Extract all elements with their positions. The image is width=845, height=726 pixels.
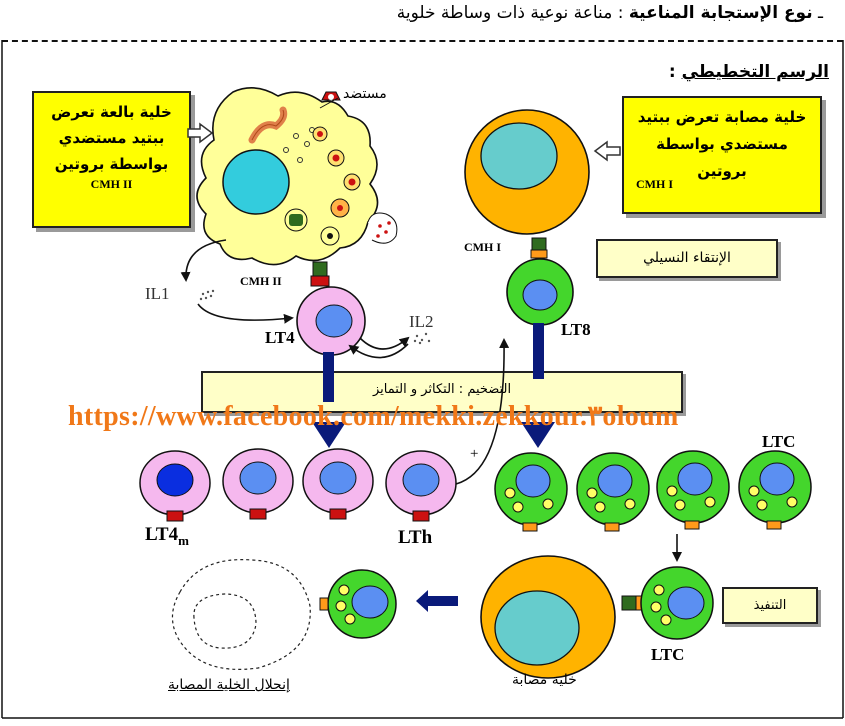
lt8-down-arrow-icon	[521, 422, 555, 448]
lt4m-sub: m	[178, 532, 189, 548]
ltc-daughter-cell	[656, 450, 730, 530]
amplification-box: التضخيم : التكاثر و التمايز	[201, 371, 683, 413]
infected-cell-top	[464, 109, 590, 235]
cmh2-receptor	[312, 261, 328, 277]
il2-label: IL2	[409, 312, 434, 331]
lt4-daughter-cell	[222, 448, 294, 520]
lth-cell	[385, 450, 457, 522]
cmh1-label: CMH I	[464, 240, 501, 254]
ltc-top-label: LTC	[762, 432, 796, 451]
infected-cell-label: خلية مصابة	[512, 672, 577, 688]
infected-description-code: CMH I	[636, 177, 673, 191]
ltc-after-lysis	[319, 569, 397, 639]
lt4-cell	[296, 286, 366, 356]
il1-label: IL1	[145, 284, 170, 303]
apc-description-box: خلية بالعة تعرض ببتيد مستضدي بواسطة بروت…	[32, 91, 191, 228]
cmh1-receptor	[531, 237, 547, 251]
lt4-memory-cell	[139, 450, 211, 522]
ltc-daughter-cell	[494, 452, 568, 532]
clonal-selection-box: الإنتقاء النسيلي	[596, 239, 778, 278]
lt4-daughter-cell	[302, 448, 374, 520]
header-value: مناعة نوعية ذات وساطة خلوية	[396, 3, 613, 23]
apc-description-code: CMH II	[90, 177, 133, 191]
lt8-cell	[506, 258, 574, 326]
hollow-arrow-icon	[187, 122, 214, 144]
lysed-cell	[171, 559, 311, 670]
plus-label: +	[470, 446, 479, 462]
macrophage-nucleus	[222, 149, 290, 215]
header-line: ـ نوع الإستجابة المناعية : مناعة نوعية ذ…	[397, 3, 823, 23]
lysis-label: إنحلال الخلية المصابة	[168, 677, 290, 693]
execution-left-arrow-icon	[416, 590, 458, 612]
ltc-daughter-cell	[576, 452, 650, 532]
section-title-line: الرسم التخطيطي :	[669, 62, 829, 82]
lt4-tcr	[310, 275, 330, 287]
amplification-label: التضخيم : التكاثر و التمايز	[372, 382, 512, 397]
watermark: https://www.facebook.com/mekki.zekkour.٣…	[68, 401, 679, 432]
apc-description-text: خلية بالعة تعرض ببتيد مستضدي بواسطة بروت…	[51, 103, 172, 173]
cytokine-dots-icon	[413, 332, 431, 345]
il2-arrow	[359, 336, 410, 350]
cytokine-dots-icon	[199, 289, 215, 301]
lth-help-arrow	[455, 338, 510, 485]
il2-return-arrow	[348, 343, 409, 359]
macrophage-cell	[196, 87, 398, 266]
ltc-daughter-cell	[738, 450, 812, 530]
infected-description-box: خلية مصابة تعرض ببتيد مستضدي بواسطة بروت…	[622, 96, 822, 214]
cmh2-label: CMH II	[240, 274, 282, 288]
lt4m-main: LT4	[145, 524, 179, 545]
execution-box: التنفيذ	[722, 587, 818, 624]
section-colon: :	[668, 62, 682, 82]
header-divider	[2, 40, 843, 42]
ltc-effector-cell	[640, 566, 714, 640]
lt8-down-bar	[533, 323, 544, 379]
il1-to-lt4-arrow	[197, 303, 294, 324]
clonal-selection-label: الإنتقاء النسيلي	[643, 250, 731, 266]
ltc-bottom-label: LTC	[651, 645, 685, 664]
il1-arrow	[180, 239, 227, 282]
lt4-label: LT4	[265, 328, 295, 347]
lth-label: LTh	[398, 527, 433, 548]
infected-cell-target	[480, 555, 616, 679]
lt8-label: LT8	[561, 320, 591, 339]
lt4m-label: LT4m	[145, 524, 189, 549]
lt4-down-bar	[323, 352, 334, 402]
header-prefix: ـ	[818, 3, 823, 23]
lt4-down-arrow-icon	[312, 422, 346, 448]
hollow-arrow-icon	[593, 140, 621, 162]
execution-label: التنفيذ	[753, 598, 787, 613]
section-title: الرسم التخطيطي	[681, 62, 829, 82]
header-separator: :	[612, 3, 629, 23]
antigen-label: مستضد	[343, 86, 387, 102]
infected-description-text: خلية مصابة تعرض ببتيد مستضدي بواسطة بروت…	[637, 108, 807, 180]
header-label: نوع الإستجابة المناعية	[628, 3, 813, 23]
lt8-tcr	[530, 249, 548, 259]
